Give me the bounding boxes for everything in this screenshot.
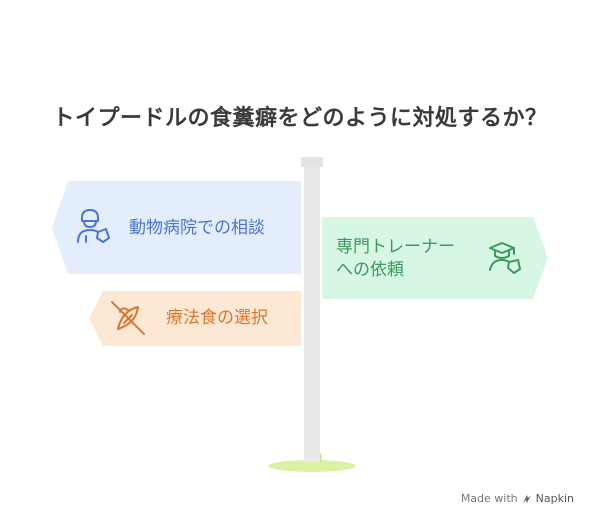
signpost-pole bbox=[304, 167, 320, 462]
sign-label-vet: 動物病院での相談 bbox=[129, 218, 265, 238]
footer-branding: Made with Napkin bbox=[461, 492, 574, 505]
grass-base bbox=[268, 460, 356, 472]
brand-name: Napkin bbox=[535, 492, 574, 505]
signpost-pole-cap bbox=[301, 157, 323, 167]
made-with-text: Made with bbox=[460, 492, 518, 505]
trainer-icon bbox=[489, 242, 521, 274]
sign-label-trainer: 専門トレーナー への依頼 bbox=[336, 237, 455, 280]
no-food-icon bbox=[111, 301, 145, 335]
page-title: トイプードルの食糞癖をどのように対処するか？ bbox=[52, 106, 548, 131]
sign-board-trainer bbox=[322, 217, 548, 299]
napkin-logo-icon bbox=[522, 494, 531, 503]
doctor-icon bbox=[77, 209, 110, 243]
sign-label-food: 療法食の選択 bbox=[166, 308, 268, 328]
sign-board-vet bbox=[52, 181, 301, 274]
